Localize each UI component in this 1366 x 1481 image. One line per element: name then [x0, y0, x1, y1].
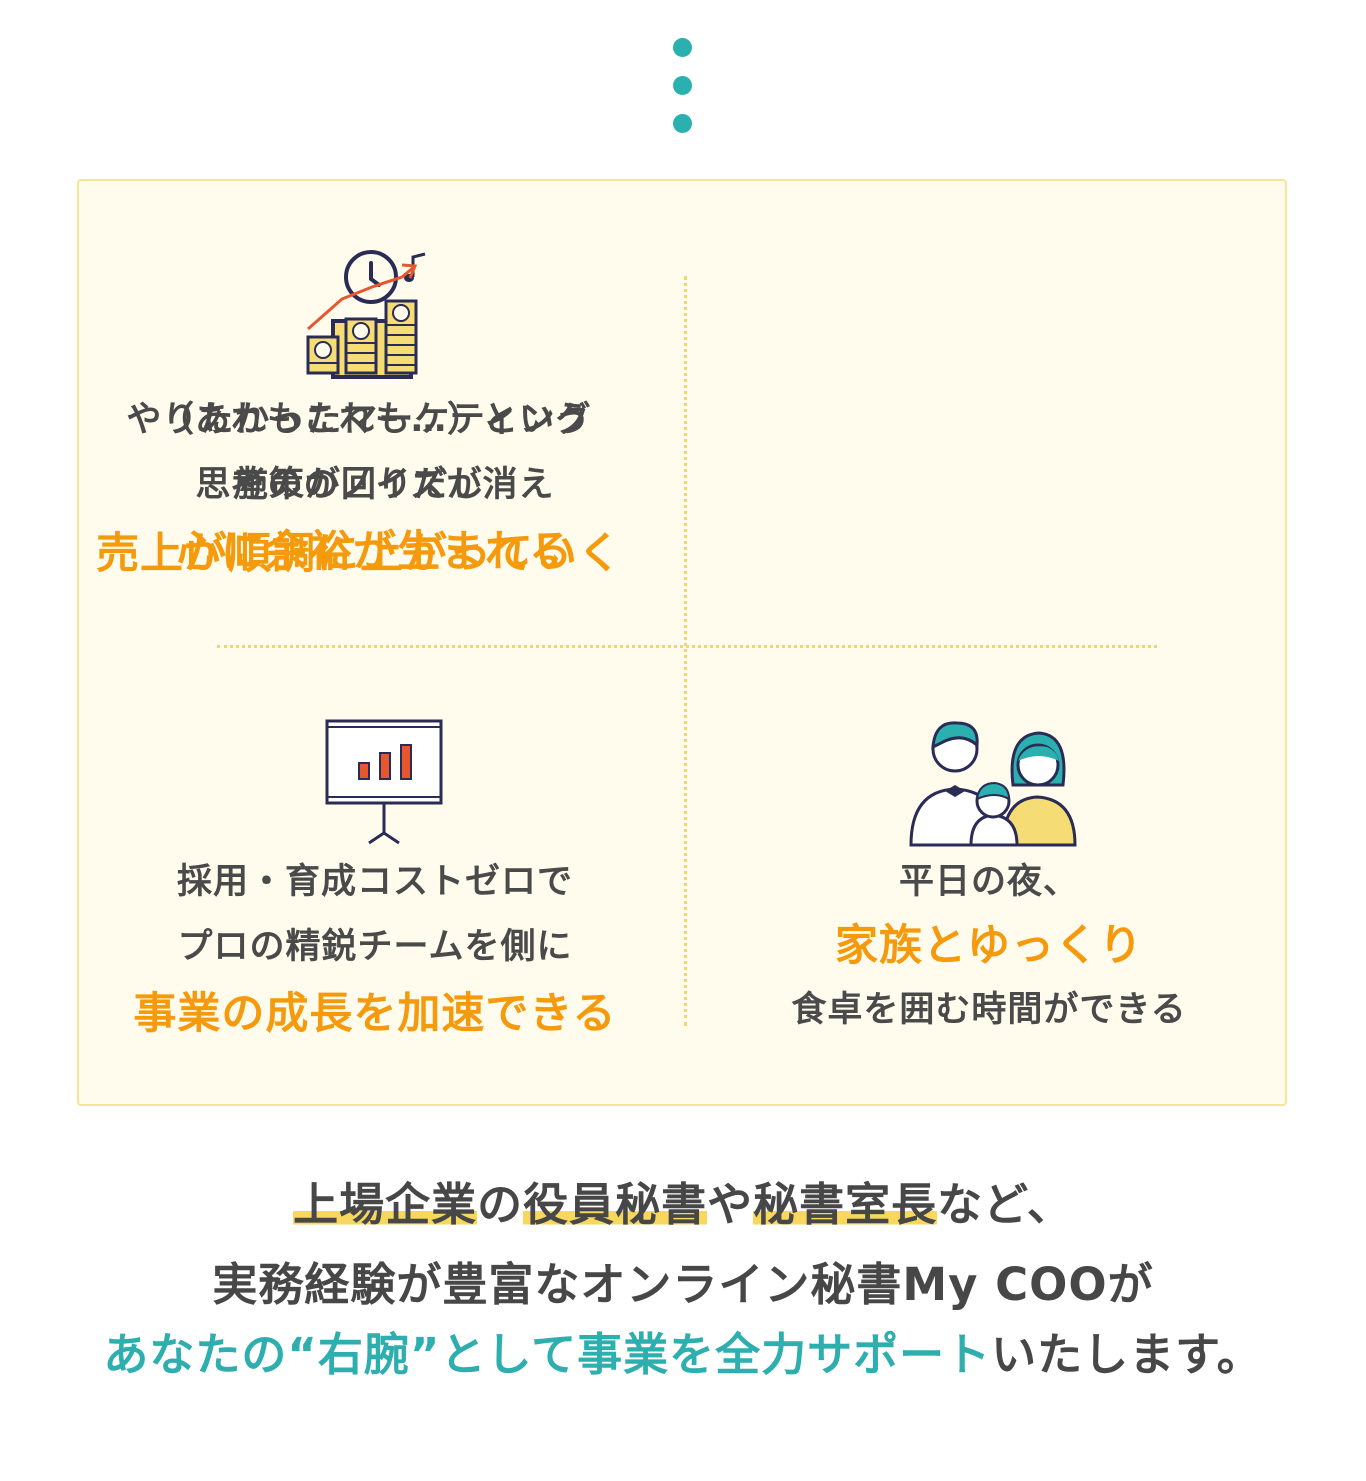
block-highlight: 売上が順調に上がっていく: [96, 529, 622, 579]
block-line-1: （あれもこれも…）という: [158, 400, 591, 440]
ellipsis-dots: [673, 38, 693, 152]
closing-rest-text: いたします。: [991, 1328, 1263, 1381]
block-line-1: 平日の夜、: [898, 862, 1079, 902]
closing-text: や: [707, 1178, 754, 1231]
benefit-block-growth: 採用・育成コストゼロで プロの精鋭チームを側に 事業の成長を加速できる: [95, 651, 655, 1091]
block-line-3: 食卓を囲む時間ができる: [791, 990, 1187, 1030]
block-line-2: プロの精鋭チームを側に: [177, 927, 573, 967]
closing-line-1: 上場企業の役員秘書や秘書室長など、: [0, 1168, 1366, 1233]
coin-growth-chart-icon: [306, 263, 418, 375]
block-line-1: 採用・育成コストゼロで: [176, 862, 573, 902]
highlight-secretary-chief: 秘書室長: [753, 1178, 938, 1231]
block-highlight: 事業の成長を加速できる: [133, 989, 617, 1039]
highlight-listed-company: 上場企業: [293, 1178, 478, 1231]
benefits-panel: （あれもこれも…）という 思考ののノイズが消え 心に余裕が生まれる やりたかった…: [77, 179, 1287, 1106]
closing-teal-text: あなたの“右腕”として事業を全力サポート: [103, 1328, 992, 1381]
closing-text: の: [477, 1178, 524, 1231]
block-highlight: 家族とゆっくり: [835, 921, 1143, 971]
closing-line-2: 実務経験が豊富なオンライン秘書My COOが: [212, 1258, 1154, 1311]
dot: [673, 114, 692, 133]
benefit-block-family: 平日の夜、 家族とゆっくり 食卓を囲む時間ができる: [709, 651, 1269, 1091]
presentation-board-icon: [325, 719, 443, 845]
horizontal-divider: [217, 645, 1157, 648]
block-highlight: 心に余裕が生まれる: [177, 527, 573, 577]
highlight-executive-secretary: 役員秘書: [523, 1178, 708, 1231]
family-icon: [909, 721, 1077, 847]
closing-line-3: あなたの“右腕”として事業を全力サポートいたします。: [0, 1318, 1366, 1383]
block-line-1: やりたかったマーケティング: [126, 400, 592, 440]
block-line-2: 施策が回りだし: [232, 465, 485, 505]
vertical-divider: [684, 276, 687, 1026]
dot: [673, 38, 692, 57]
closing-text: など、: [937, 1178, 1073, 1231]
block-line-2: 思考ののノイズが消え: [195, 465, 555, 505]
dot: [673, 76, 692, 95]
